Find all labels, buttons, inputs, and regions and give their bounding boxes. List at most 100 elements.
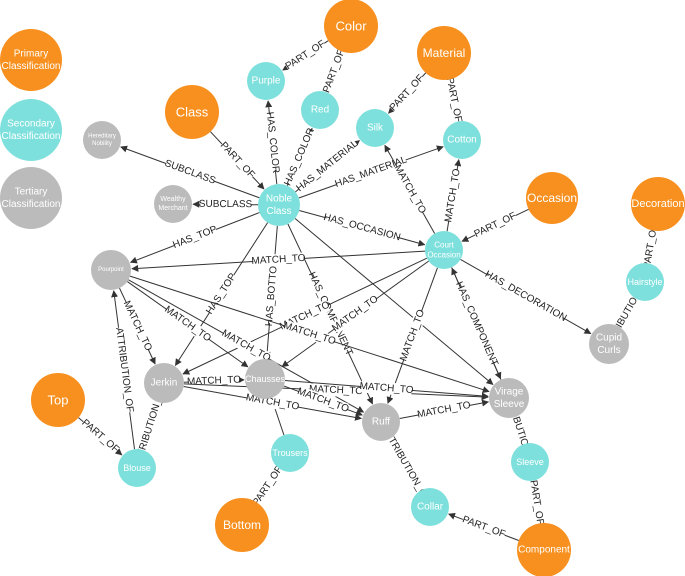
edge-label-bg <box>307 275 353 353</box>
node-collar[interactable]: Collar <box>411 488 449 526</box>
node-circle[interactable] <box>417 26 471 80</box>
node-circle[interactable] <box>258 184 300 226</box>
edge-label: PART_OF <box>251 464 285 508</box>
node-label: Bottom <box>223 518 261 532</box>
node-top[interactable]: Top <box>31 373 85 427</box>
node-label: Trousers <box>272 448 308 458</box>
node-pourpoint[interactable]: Pourpoint <box>91 250 131 290</box>
edge-chausses-virage: MATCH_TO <box>284 380 489 400</box>
node-circle[interactable] <box>511 443 549 481</box>
node-circle[interactable] <box>589 324 629 364</box>
edge-court-jerkin: MATCH_TO <box>182 257 428 375</box>
node-circle[interactable] <box>526 172 578 224</box>
edge-label: HAS_OCCASION <box>322 212 402 244</box>
node-circle[interactable] <box>626 263 664 301</box>
edge-noble-court: HAS_OCCASION <box>299 210 426 247</box>
node-circle[interactable] <box>362 403 400 441</box>
node-circle[interactable] <box>0 99 62 161</box>
node-circle[interactable] <box>247 62 285 100</box>
edge-label-bg <box>250 464 286 508</box>
edge-color-red: PART_OF <box>320 48 348 94</box>
edge-label: PART_OF <box>79 417 120 455</box>
node-circle[interactable] <box>245 359 285 399</box>
node-component[interactable]: Component <box>517 523 571 576</box>
node-label: Classification <box>2 199 61 210</box>
node-circle[interactable] <box>356 109 394 147</box>
node-hairstyle[interactable]: Hairstyle <box>626 263 664 301</box>
node-circle[interactable] <box>425 231 463 269</box>
edge-label-bg <box>443 76 465 123</box>
node-label: Hairstyle <box>627 277 662 287</box>
node-label: Nobility <box>92 141 112 147</box>
node-chausses[interactable]: Chausses <box>245 359 286 399</box>
node-label: Classification <box>2 131 61 142</box>
node-circle[interactable] <box>154 185 192 223</box>
node-jerkin[interactable]: Jerkin <box>144 363 184 403</box>
node-circle[interactable] <box>324 0 378 53</box>
node-circle[interactable] <box>631 177 685 231</box>
node-circle[interactable] <box>517 523 571 576</box>
node-sleeve[interactable]: Sleeve <box>511 443 549 481</box>
edge-label: SUBCLASS <box>199 199 253 211</box>
node-circle[interactable] <box>91 250 131 290</box>
edge-label: MATCH_TO <box>251 253 306 267</box>
node-silk[interactable]: Silk <box>356 109 394 147</box>
node-circle[interactable] <box>489 378 529 418</box>
edge-label: HAS_TOP <box>171 224 219 251</box>
edge-label-bg <box>200 198 251 211</box>
node-purple[interactable]: Purple <box>247 62 285 100</box>
edge-occasion-court: PART_OF <box>461 208 529 242</box>
node-circle[interactable] <box>271 434 309 472</box>
node-decoration[interactable]: Decoration <box>631 177 685 231</box>
edge-label: PART_OF <box>473 211 519 241</box>
node-circle[interactable] <box>215 498 269 552</box>
node-circle[interactable] <box>144 363 184 403</box>
edge-court-cotton: MATCH_TO <box>442 159 463 232</box>
edge-label-bg <box>283 38 328 73</box>
node-label: Class <box>176 105 209 120</box>
node-label: Component <box>518 545 570 556</box>
node-red[interactable]: Red <box>301 91 339 129</box>
node-trousers[interactable]: Trousers <box>271 434 309 472</box>
node-circle[interactable] <box>83 121 121 159</box>
node-blouse[interactable]: Blouse <box>118 449 156 487</box>
node-circle[interactable] <box>301 91 339 129</box>
node-label: Virage <box>495 386 524 397</box>
node-label: Top <box>48 393 69 408</box>
node-label: Red <box>311 105 329 116</box>
edge-noble-purple: HAS_COLOR <box>263 100 282 185</box>
node-circle[interactable] <box>411 488 449 526</box>
edge-label-bg <box>283 320 336 348</box>
edge-label: HAS_BOTTOM <box>264 257 280 326</box>
node-material[interactable]: Material <box>417 26 471 80</box>
node-circle[interactable] <box>118 449 156 487</box>
node-circle[interactable] <box>443 121 481 159</box>
node-bottom[interactable]: Bottom <box>215 498 269 552</box>
node-circle[interactable] <box>165 85 219 139</box>
node-occasion[interactable]: Occasion <box>526 172 578 224</box>
node-label: Occasion <box>527 191 577 205</box>
edge-line <box>294 218 494 385</box>
node-class[interactable]: Class <box>165 85 219 139</box>
edge-label-bg <box>217 139 257 181</box>
node-ruff[interactable]: Ruff <box>362 403 400 441</box>
node-color[interactable]: Color <box>324 0 378 53</box>
node-cotton[interactable]: Cotton <box>443 121 481 159</box>
edge-label: PART_OF <box>284 39 328 73</box>
edge-label-bg <box>331 294 380 334</box>
node-circle[interactable] <box>0 29 62 91</box>
node-label: Court <box>434 241 454 250</box>
node-circle[interactable] <box>0 167 62 229</box>
node-circle[interactable] <box>31 373 85 427</box>
